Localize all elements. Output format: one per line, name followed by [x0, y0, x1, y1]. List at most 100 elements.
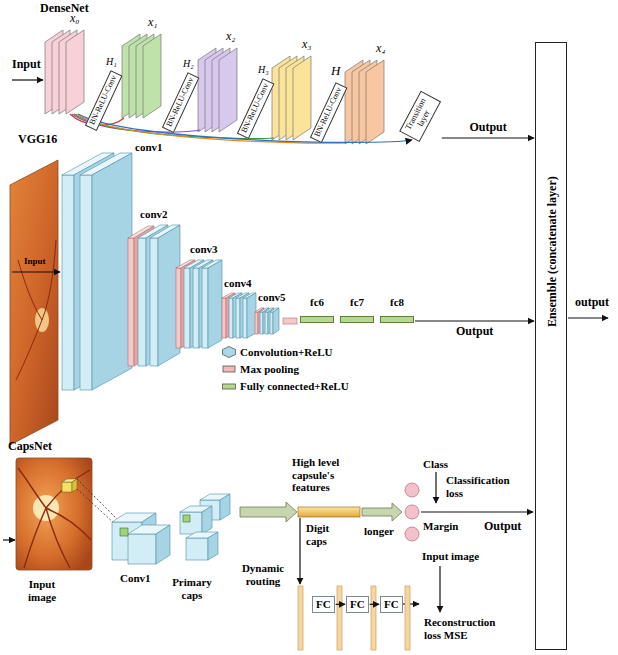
label-text: x₁ [148, 16, 158, 30]
node-text: Transition layer [403, 95, 437, 137]
conv-block [184, 260, 222, 348]
conv-block [138, 238, 146, 366]
label-text: Class [423, 458, 448, 471]
conv-block [270, 312, 273, 334]
conv-block [62, 153, 132, 390]
fundus-image [16, 458, 92, 570]
capsule-cube [186, 538, 208, 560]
layer-box: BN-ReLU-Conv [84, 69, 122, 130]
label-text: Classification loss [446, 474, 520, 499]
conv-block [265, 312, 268, 334]
class-capsule [405, 483, 419, 497]
label-text: conv1 [135, 141, 163, 154]
fc-box: FC [346, 596, 369, 613]
capsule-cube [202, 506, 212, 534]
conv-block [236, 298, 240, 338]
fc-bar [300, 316, 334, 323]
label-text: conv3 [190, 243, 218, 256]
conv-block [138, 225, 180, 366]
label-text: Input [12, 58, 41, 72]
fc-layer: fc8 [380, 296, 414, 323]
capsule-cube [183, 515, 190, 522]
feature-map-x4 [345, 60, 384, 144]
legend-swatch [222, 363, 236, 375]
input-arrow [3, 540, 15, 541]
layer-box: BN-ReLU-Conv [309, 81, 347, 142]
conv-block [229, 298, 233, 338]
label-text: H [331, 64, 340, 79]
node-text: fc8 [380, 296, 414, 309]
capsule-cube [180, 494, 230, 560]
conv-block [229, 293, 256, 338]
conv-block [243, 298, 247, 338]
capsule-cube [208, 532, 218, 560]
output-arrow [439, 566, 440, 612]
input-arrow [12, 272, 60, 273]
label-text: conv4 [224, 277, 252, 290]
conv-block [202, 268, 208, 348]
conv-block [150, 238, 158, 366]
edge-label: Output [455, 325, 494, 339]
legend-swatch-shape [223, 384, 236, 389]
digit-caps-bar [298, 507, 360, 517]
legend-text: Fully connected+ReLU [240, 380, 349, 393]
layer-box: Transition layer [399, 90, 441, 141]
node-text: FC [316, 598, 331, 611]
input-arrow [12, 80, 43, 81]
capsule-cube [180, 512, 202, 534]
conv-block [260, 312, 263, 334]
class-capsule [405, 483, 419, 541]
label-text: H₂ [183, 58, 194, 70]
feature-map-x4 [366, 60, 384, 144]
pool-block [176, 268, 181, 348]
legend-row: Max pooling [222, 363, 299, 376]
class-capsule [405, 527, 419, 541]
conv-block [184, 268, 190, 348]
legend-text: Max pooling [240, 363, 299, 376]
fc-box: FC [380, 596, 403, 613]
fc-box: FC [312, 596, 335, 613]
reconstruction-bar [298, 586, 303, 650]
legend-row: Fully connected+ReLU [222, 380, 349, 393]
label-text: x₃ [302, 38, 312, 52]
label-text: Input image [422, 550, 479, 563]
fundus-image [16, 458, 92, 570]
label-text: longer [364, 525, 394, 538]
label-text: Primary caps [168, 576, 216, 601]
conv-block [158, 225, 180, 366]
class-capsule [405, 505, 419, 519]
longer-arrow [362, 503, 402, 521]
label-text: output [575, 296, 609, 310]
output-arrow [421, 511, 533, 512]
fundus-image [72, 479, 77, 492]
output-arrow [568, 317, 608, 318]
conv-block [247, 293, 256, 338]
label-text: conv5 [258, 291, 286, 304]
routing-arrow [240, 502, 297, 522]
node-text: fc7 [340, 296, 374, 309]
label-text: conv2 [140, 208, 168, 221]
node-text: BN-ReLU-Conv [165, 76, 196, 128]
feature-map-x0 [45, 30, 84, 114]
node-text: BN-ReLU-Conv [88, 74, 119, 126]
label-text: Digit caps [306, 522, 340, 547]
input-arrow [12, 79, 43, 80]
reconstruction-bar [405, 586, 410, 650]
conv-block [193, 268, 199, 348]
conv-block [260, 308, 279, 334]
output-arrow [435, 472, 436, 503]
conv-block [62, 175, 74, 390]
input-image-plane [10, 160, 58, 445]
label-text: x₂ [226, 30, 236, 44]
ensemble-box: Ensemble (concatenate layer) [535, 42, 567, 650]
node-text: fc6 [300, 296, 334, 309]
conv-block [80, 175, 92, 390]
legend-row: Convolution+ReLU [222, 346, 332, 359]
label-text: Conv1 [120, 572, 151, 585]
input-arrow [3, 539, 15, 540]
reconstruction-bar [337, 586, 342, 650]
label-text: High level capsule's features [292, 456, 358, 494]
edge-label: Output [468, 121, 507, 135]
feature-map-x3 [293, 56, 311, 140]
